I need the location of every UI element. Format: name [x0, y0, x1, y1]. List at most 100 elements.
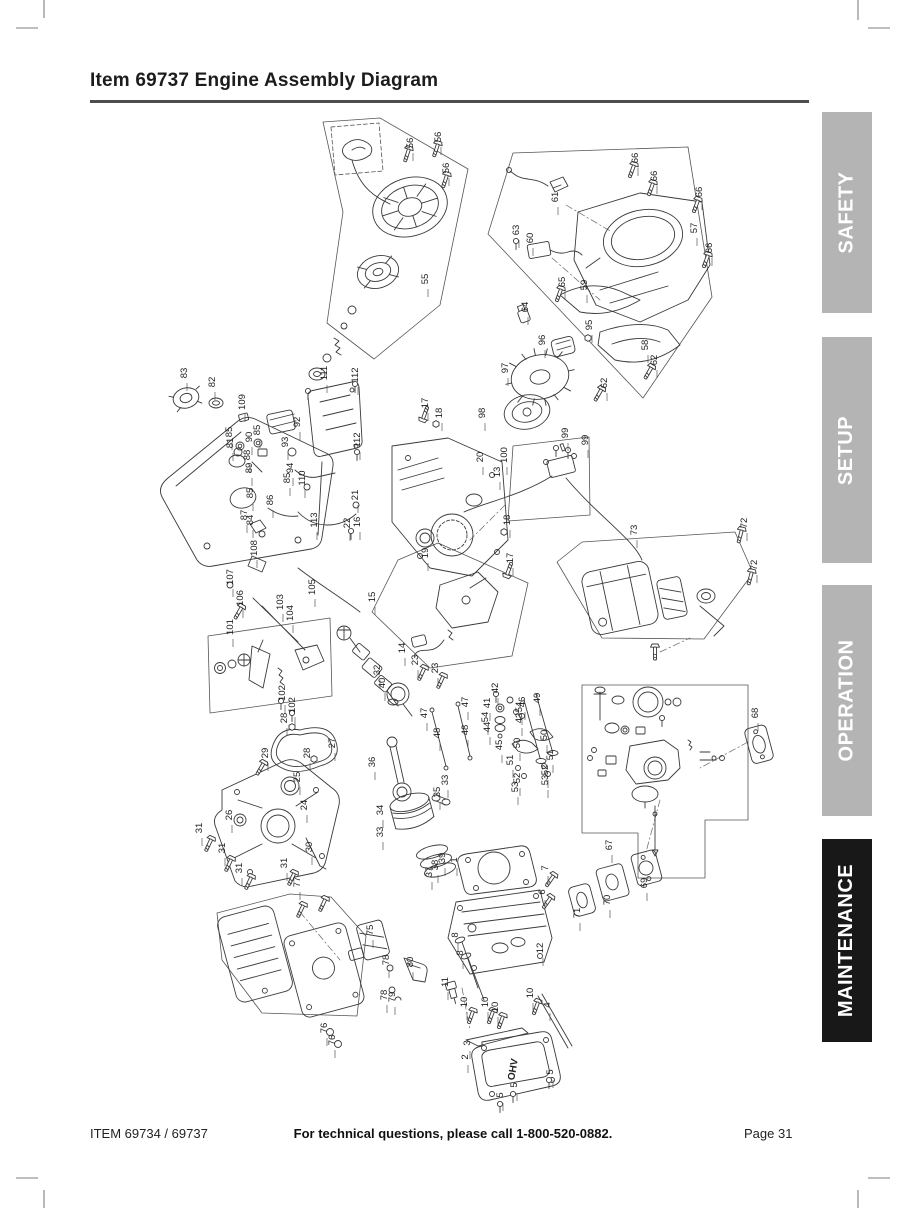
- part-callout-46: 46: [517, 697, 528, 708]
- part-callout-85: 85: [252, 425, 263, 436]
- oil-sensor-plug: [516, 304, 531, 324]
- part-callout-6: 6: [537, 889, 548, 894]
- part-callout-37: 37: [424, 867, 435, 878]
- part-callout-53: 53: [540, 775, 551, 786]
- connecting-rod: [386, 736, 412, 802]
- push-rod-long: [537, 993, 573, 1049]
- part-callout-65: 65: [557, 277, 568, 288]
- part-callout-44: 44: [482, 722, 493, 733]
- hose-clamp: [394, 996, 402, 1001]
- footer-support-text: For technical questions, please call 1-8…: [293, 1126, 613, 1141]
- fuel-fittings: [233, 412, 336, 538]
- part-callout-55: 55: [420, 274, 431, 285]
- part-callout-19: 19: [420, 548, 431, 559]
- piston-pin: [431, 794, 451, 806]
- part-callout-78: 78: [379, 990, 390, 1001]
- part-callout-57: 57: [689, 223, 700, 234]
- cylinder-head: [447, 889, 553, 975]
- part-callout-51: 51: [545, 750, 556, 761]
- part-callout-52: 52: [540, 765, 551, 776]
- part-callout-76: 76: [319, 1023, 330, 1034]
- carburetor-group-box: [581, 684, 749, 879]
- part-callout-48: 48: [460, 725, 471, 736]
- part-callout-70: 70: [602, 895, 613, 906]
- part-callout-52: 52: [512, 773, 523, 784]
- part-callout-29: 29: [260, 748, 271, 759]
- muffler-group-box: [556, 531, 754, 640]
- part-callout-66: 66: [630, 153, 641, 164]
- piston-rings: [416, 844, 456, 878]
- part-callout-10: 10: [480, 997, 491, 1008]
- blower-shroud: [573, 192, 711, 323]
- part-callout-48: 48: [432, 728, 443, 739]
- part-callout-79: 79: [387, 992, 398, 1003]
- piston: [389, 792, 435, 830]
- part-callout-10: 10: [490, 1002, 501, 1013]
- part-callout-5: 5: [545, 1069, 556, 1074]
- spark-plug: [444, 980, 458, 1004]
- control-rods: [226, 555, 306, 651]
- tab-maintenance: MAINTENANCE: [822, 839, 872, 1042]
- breather-fitting-2: [388, 986, 396, 994]
- tab-setup-label: SETUP: [835, 415, 858, 485]
- part-callout-21: 21: [350, 490, 361, 501]
- air-filter-element: [356, 919, 390, 961]
- part-callout-64: 64: [520, 302, 531, 313]
- part-callout-51: 51: [505, 755, 516, 766]
- tab-setup: SETUP: [822, 337, 872, 563]
- part-callout-99: 99: [560, 428, 571, 439]
- part-callout-56: 56: [441, 163, 452, 174]
- part-callout-56: 56: [433, 132, 444, 143]
- part-callout-67: 67: [604, 840, 615, 851]
- assembly-lines: [299, 204, 749, 1031]
- part-callout-32: 32: [372, 665, 383, 676]
- exhaust-flange: [696, 588, 725, 637]
- part-callout-71: 71: [572, 908, 583, 919]
- tab-operation-label: OPERATION: [835, 639, 858, 762]
- part-callout-97: 97: [500, 363, 511, 374]
- carburetor-parts: [587, 686, 725, 857]
- canister: [266, 409, 297, 435]
- part-callout-109: 109: [237, 394, 248, 410]
- part-callout-16: 16: [352, 517, 363, 528]
- part-callout-12: 12: [535, 943, 546, 954]
- part-callout-31: 31: [217, 843, 228, 854]
- part-callout-58: 58: [640, 340, 651, 351]
- shroud-group-box: [487, 146, 713, 399]
- part-callout-30: 30: [304, 842, 315, 853]
- part-callout-7: 7: [540, 865, 551, 870]
- part-callout-98: 98: [477, 408, 488, 419]
- part-callout-31: 31: [234, 863, 245, 874]
- assembly-group-boxes: [207, 117, 754, 1017]
- breather-tube: [403, 957, 428, 983]
- part-callout-85: 85: [245, 488, 256, 499]
- part-callout-108: 108: [249, 540, 260, 556]
- part-callout-81: 81: [225, 438, 236, 449]
- crankcase-block: [391, 437, 509, 577]
- part-callout-85: 85: [282, 473, 293, 484]
- part-callout-63: 63: [511, 225, 522, 236]
- governor-group-box: [207, 617, 333, 714]
- part-callout-78: 78: [381, 955, 392, 966]
- part-callout-66: 66: [694, 187, 705, 198]
- part-callout-60: 60: [525, 233, 536, 244]
- part-callout-25: 25: [292, 772, 303, 783]
- part-callout-104: 104: [285, 605, 296, 621]
- recoil-group-box: [322, 117, 469, 360]
- cylinder-baffles: [559, 285, 681, 363]
- part-callout-23: 23: [430, 663, 441, 674]
- part-callout-82: 82: [207, 377, 218, 388]
- part-callout-73: 73: [629, 525, 640, 536]
- throttle-control: [410, 571, 499, 657]
- title-rule: [90, 100, 809, 103]
- part-callout-17: 17: [420, 398, 431, 409]
- part-callout-72: 72: [739, 518, 750, 529]
- part-callout-42: 42: [490, 683, 501, 694]
- part-callout-111: 111: [319, 366, 330, 380]
- part-callout-5: 5: [509, 1082, 520, 1087]
- grommet: [326, 1028, 334, 1036]
- oil-seal-cover: [233, 813, 247, 827]
- governor-assembly: [214, 639, 325, 689]
- part-callout-106: 106: [235, 590, 246, 606]
- part-callout-23: 23: [410, 655, 421, 666]
